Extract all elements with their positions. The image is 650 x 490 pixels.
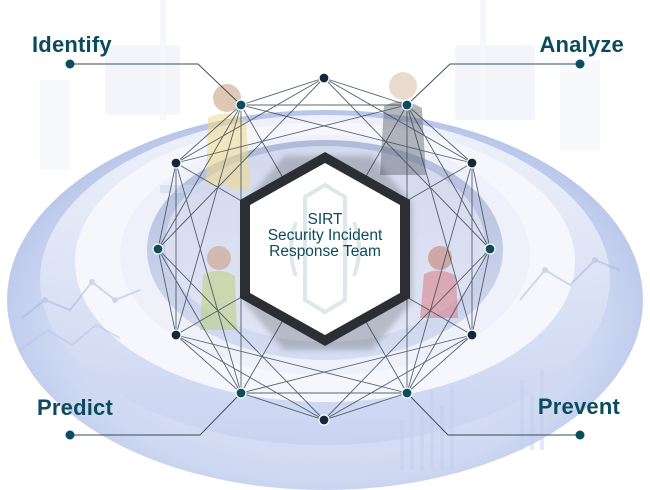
network-nodes bbox=[152, 72, 496, 426]
person-with-laptop-icon bbox=[380, 72, 426, 175]
callout-lines bbox=[70, 63, 580, 436]
center-title-line-2: Security Incident bbox=[267, 227, 383, 244]
label-predict: Predict bbox=[37, 395, 113, 420]
person-kneeling-icon bbox=[420, 246, 458, 318]
chart-decoration bbox=[19, 257, 621, 470]
hexagon-shield-icon bbox=[289, 182, 361, 315]
label-prevent: Prevent bbox=[537, 394, 620, 419]
center-hexagon bbox=[240, 152, 412, 350]
center-title-line-1: SIRT bbox=[307, 211, 343, 228]
label-identify: Identify bbox=[32, 32, 112, 57]
center-title-line-3: Response Team bbox=[269, 243, 381, 260]
callout-dots bbox=[65, 59, 585, 440]
center-title: SIRT Security Incident Response Team bbox=[243, 212, 407, 260]
label-analyze: Analyze bbox=[539, 32, 624, 57]
